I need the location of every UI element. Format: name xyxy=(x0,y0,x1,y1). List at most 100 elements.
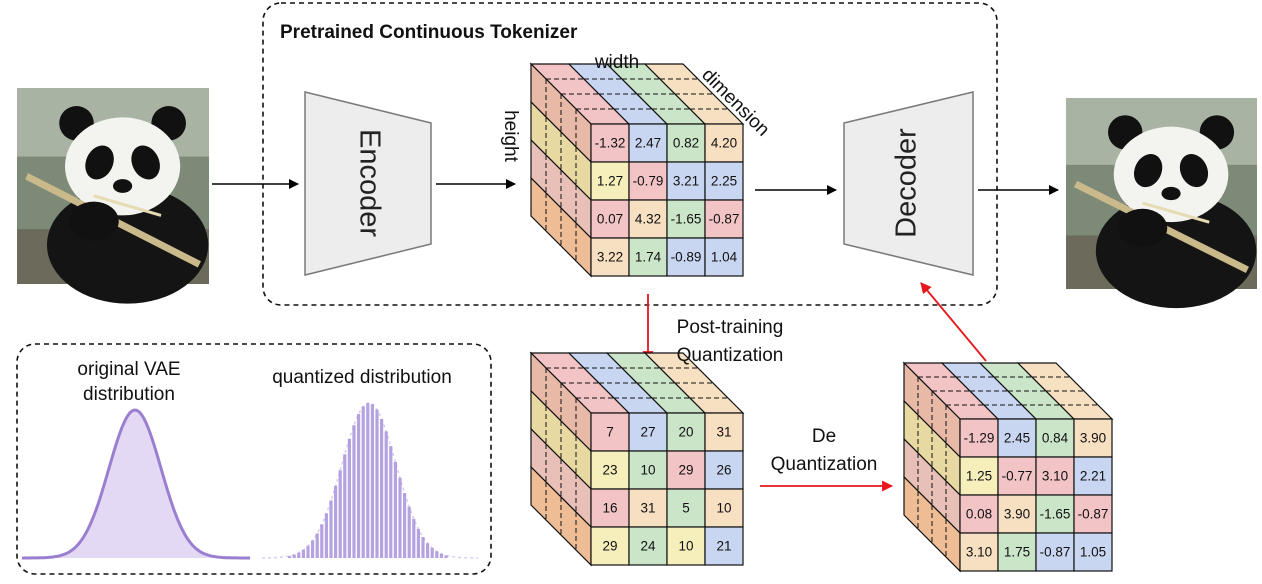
cube-cell xyxy=(590,237,630,277)
cube-cell-value: -0.87 xyxy=(1040,545,1071,560)
quantized-envelope xyxy=(262,402,479,559)
panda-eye-patch-left xyxy=(1134,154,1163,188)
quantized-bar xyxy=(292,554,296,558)
cube-cell-value: -0.89 xyxy=(671,250,702,265)
cube-cell xyxy=(997,494,1037,534)
cube-cell-value: -1.32 xyxy=(595,136,626,151)
panda-paw xyxy=(1117,208,1168,247)
panda-nose xyxy=(1161,186,1181,201)
cube-cell-value: 29 xyxy=(602,539,617,554)
cube-cell xyxy=(959,532,999,572)
quantized-bar xyxy=(380,418,384,558)
quantized-bar xyxy=(375,409,379,558)
cube-cell-value: 0.07 xyxy=(597,212,623,227)
arrow-to-decoder xyxy=(920,282,987,362)
quantized-bar xyxy=(343,454,347,558)
cube-cell xyxy=(704,412,744,452)
cube-cell-value: 1.75 xyxy=(1004,545,1030,560)
cube-cell xyxy=(628,526,668,566)
cube-cell xyxy=(704,123,744,163)
quantized-bar xyxy=(421,537,425,558)
quantized-distribution-label: quantized distribution xyxy=(272,367,452,388)
cube-cell xyxy=(590,526,630,566)
cube-cell-value: 1.25 xyxy=(966,469,992,484)
cube-cell xyxy=(1073,532,1113,572)
panda-head xyxy=(1113,126,1229,223)
cube-cell-value: -1.65 xyxy=(1040,507,1071,522)
encoder-block xyxy=(304,91,432,276)
cube-cell-value: 2.21 xyxy=(1080,469,1106,484)
quantized-bar xyxy=(389,446,393,558)
cube-cell xyxy=(666,526,706,566)
cube-cell-value: 3.22 xyxy=(597,250,623,265)
cube-cell xyxy=(997,456,1037,496)
height-axis-label: height xyxy=(500,110,521,162)
quantized-distribution-histogram xyxy=(262,402,479,559)
cube-cell-value: 1.05 xyxy=(1080,545,1106,560)
cube-cell-value: 7 xyxy=(606,425,614,440)
cube-cell xyxy=(666,199,706,239)
cube-cell-value: -1.29 xyxy=(964,431,995,446)
quantized-bar xyxy=(444,555,448,558)
decoder-label: Decoder xyxy=(891,128,923,238)
cube-cell-value: 20 xyxy=(678,425,693,440)
original-distribution-curve xyxy=(22,408,250,560)
cube-cell-value: 3.10 xyxy=(966,545,992,560)
cube-cell xyxy=(704,526,744,566)
quantized-bar xyxy=(357,414,361,558)
panda-eye-patch-right xyxy=(131,145,160,180)
cube-cell xyxy=(704,199,744,239)
width-axis-label: width xyxy=(594,52,639,73)
cube-cell-value: -0.79 xyxy=(633,174,664,189)
input-panda-image xyxy=(17,88,209,304)
cube-cell xyxy=(1073,494,1113,534)
cube-cell xyxy=(666,488,706,528)
cube-cell-value: 24 xyxy=(640,539,656,554)
quantized-bar xyxy=(430,547,434,558)
cube-cell-value: 0.08 xyxy=(966,507,992,522)
cube-cell-value: -0.87 xyxy=(1078,507,1109,522)
cube-cell xyxy=(590,199,630,239)
cube-cell-value: 31 xyxy=(640,501,655,516)
cube-cell-value: 5 xyxy=(682,501,690,516)
quantized-bar xyxy=(393,461,397,558)
quantized-bar xyxy=(306,545,310,558)
quantized-bar xyxy=(324,513,328,558)
quantized-bar xyxy=(329,500,333,558)
cube-cell-value: 10 xyxy=(640,463,655,478)
cube-cell-value: 29 xyxy=(678,463,693,478)
cube-cell xyxy=(628,450,668,490)
quantized-bar xyxy=(398,477,402,558)
cube-cell-value: 1.74 xyxy=(635,250,662,265)
cube-cell xyxy=(666,237,706,277)
quantized-bar xyxy=(301,549,305,558)
cube-cell-value: 0.84 xyxy=(1042,431,1069,446)
cube-cell-value: 1.27 xyxy=(597,174,623,189)
output-panda-image xyxy=(1066,98,1257,309)
cube-cell-value: 16 xyxy=(602,501,617,516)
quantized-bar xyxy=(315,533,319,558)
quantized-bar xyxy=(412,518,416,558)
encoder-label: Encoder xyxy=(353,129,385,237)
tokenizer-box xyxy=(262,2,998,306)
ptq-label-line2: Quantization xyxy=(677,345,784,366)
deq-label-line2: Quantization xyxy=(771,454,878,475)
cube-cell xyxy=(1073,456,1113,496)
deq-label-line1: De xyxy=(812,426,836,447)
quantized-bar xyxy=(334,485,338,558)
quantized-bar xyxy=(311,540,315,558)
cube-cell-value: 3.10 xyxy=(1042,469,1068,484)
cube-cell xyxy=(590,161,630,201)
distribution-box xyxy=(16,343,492,575)
quantized-bar xyxy=(347,438,351,558)
cube-cell xyxy=(1035,456,1075,496)
quantized-bar xyxy=(407,506,411,558)
cube-cell-value: 0.82 xyxy=(673,136,699,151)
cube-cell-value: 4.32 xyxy=(635,212,661,227)
quantized-bar xyxy=(384,431,388,558)
bamboo-leaf xyxy=(1141,201,1210,224)
cube-cell-value: 21 xyxy=(716,539,731,554)
panda-eye-patch-right xyxy=(1179,154,1209,188)
